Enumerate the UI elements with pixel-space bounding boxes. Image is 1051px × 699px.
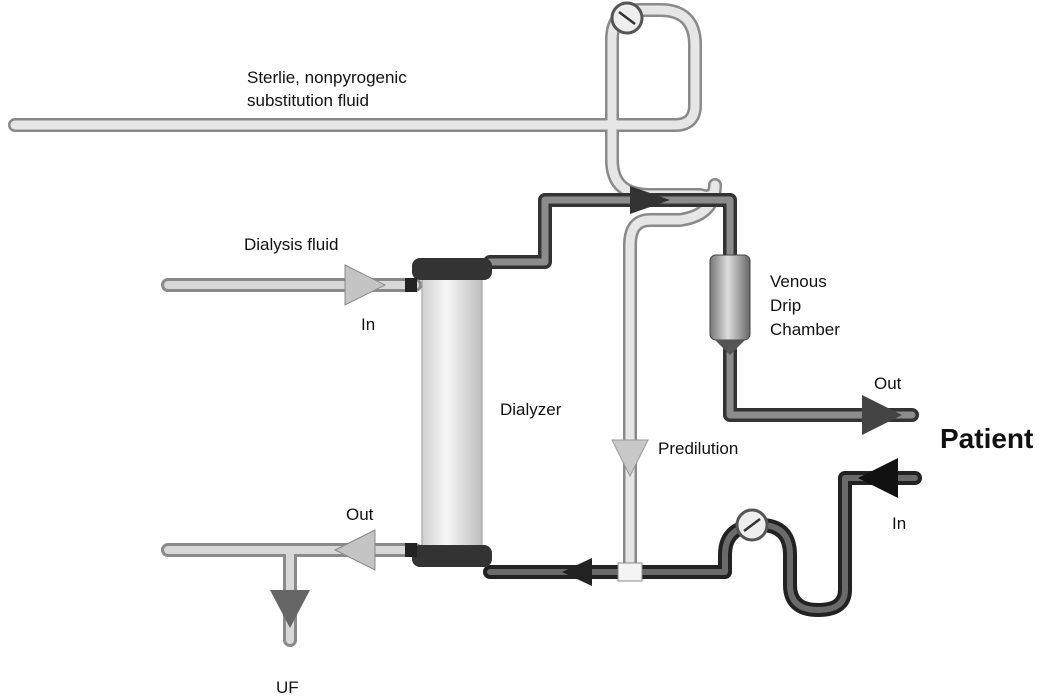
venous-drip-chamber: [709, 254, 751, 355]
uf-label: UF: [276, 678, 299, 697]
predilution-connector: [617, 562, 643, 582]
substitution-pump-icon: [610, 1, 644, 35]
patient-in-arrow-icon: [858, 458, 898, 498]
predilution-arrow-icon: [611, 439, 649, 478]
substitution-label-line2: substitution fluid: [247, 91, 369, 110]
patient-out-label: Out: [874, 374, 902, 393]
substitution-label-line1: Sterlie, nonpyrogenic: [247, 68, 407, 87]
venous-label-line3: Chamber: [770, 320, 840, 339]
dialysis-out-arrow-icon: [333, 529, 376, 571]
venous-blood-line: [483, 193, 919, 422]
dialysis-out-label: Out: [346, 505, 374, 524]
dialyzer: [405, 258, 492, 567]
dialysis-fluid-label: Dialysis fluid: [244, 235, 339, 254]
blood-pump-icon: [735, 508, 769, 542]
dialysis-fluid-lines: [161, 278, 422, 647]
patient-in-label: In: [892, 514, 907, 533]
dialysis-in-label: In: [361, 315, 376, 334]
venous-label-line1: Venous: [770, 272, 827, 291]
arterial-flow-arrow-icon: [562, 558, 592, 586]
dialysis-in-arrow-icon: [344, 264, 387, 306]
venous-flow-arrow-icon: [630, 186, 670, 214]
patient-out-arrow-icon: [862, 395, 902, 435]
uf-arrow-icon: [270, 590, 310, 628]
venous-label-line2: Drip: [770, 296, 802, 315]
arterial-blood-line: [483, 471, 922, 617]
dialyzer-label: Dialyzer: [500, 400, 562, 419]
predilution-label: Predilution: [658, 439, 739, 458]
substitution-fluid-line: [8, 3, 722, 579]
patient-label: Patient: [940, 423, 1034, 454]
